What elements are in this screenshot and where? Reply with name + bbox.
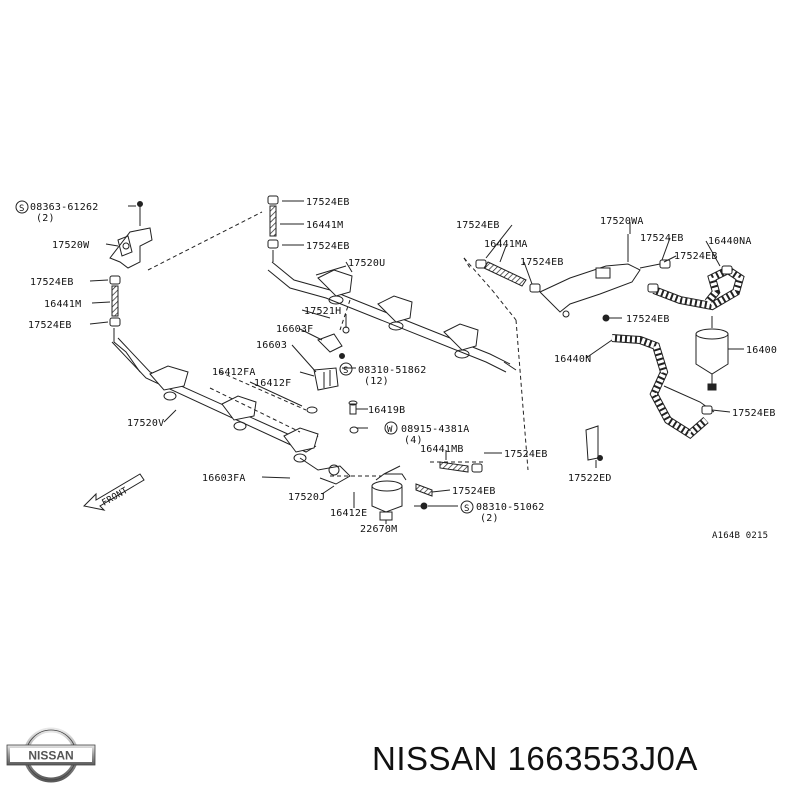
- callout-17524eb-4: 17524EB: [306, 241, 350, 252]
- callout-17524eb-7: 17524EB: [456, 220, 500, 231]
- callout-16440n: 16440N: [554, 354, 591, 365]
- callout-08915-4381a: 08915-4381A: [401, 424, 469, 435]
- callout-17524eb-11: 17524EB: [626, 314, 670, 325]
- callout-16400: 16400: [746, 345, 777, 356]
- symbol-w: W: [387, 425, 393, 435]
- callout-16412f: 16412F: [254, 378, 291, 389]
- hose-16441m-upper: [267, 195, 279, 262]
- fuel-filter-16400: [695, 316, 729, 391]
- injector-16603f: [306, 314, 350, 414]
- callout-qty-2b: (2): [480, 513, 499, 524]
- nissan-logo: NISSAN: [6, 727, 96, 783]
- symbol-s-3: S: [464, 504, 470, 514]
- assembly-dashes: [209, 257, 529, 477]
- callout-qty-4: (4): [404, 435, 423, 446]
- callout-16412fa: 16412FA: [212, 367, 256, 378]
- symbol-s-2: S: [343, 366, 349, 376]
- callout-22670m: 22670M: [360, 524, 397, 535]
- callout-16603: 16603: [256, 340, 287, 351]
- front-arrow-icon: [82, 473, 145, 511]
- callout-17524eb-3: 17524EB: [306, 197, 350, 208]
- callout-16603fa: 16603FA: [202, 473, 246, 484]
- callout-17520w: 17520W: [52, 240, 90, 251]
- callout-17524eb-2: 17524EB: [28, 320, 72, 331]
- fuel-rail-17520u: [267, 261, 517, 373]
- callout-17522ed: 17522ED: [568, 473, 612, 484]
- callout-17520u: 17520U: [348, 258, 385, 269]
- callout-08363-61262: 08363-61262: [30, 202, 98, 213]
- callout-17521h: 17521H: [304, 306, 341, 317]
- callout-16441m-1: 16441M: [44, 299, 81, 310]
- pressure-regulator-22670m: [371, 465, 428, 521]
- bracket-17520w: [109, 201, 153, 269]
- bracket-17522ed: [585, 425, 603, 461]
- callout-08310-51862: 08310-51862: [358, 365, 426, 376]
- hose-16441m-left: [109, 275, 141, 373]
- fuel-damper-17520wa: [539, 234, 671, 322]
- callout-08310-51062: 08310-51062: [476, 502, 544, 513]
- callout-17524eb-8: 17524EB: [520, 257, 564, 268]
- callout-17524eb-1: 17524EB: [30, 277, 74, 288]
- hose-16440na: [647, 265, 745, 311]
- symbol-s-1: S: [19, 204, 25, 214]
- hose-16441mb: [415, 461, 483, 497]
- fastener-symbols: [15, 200, 474, 514]
- callout-16441m-2: 16441M: [306, 220, 343, 231]
- callout-16440na: 16440NA: [708, 236, 752, 247]
- callout-16441ma: 16441MA: [484, 239, 528, 250]
- logo-text: NISSAN: [28, 749, 73, 763]
- callout-17520j: 17520J: [288, 492, 325, 503]
- callout-17524eb-12: 17524EB: [732, 408, 776, 419]
- callout-17524eb-6: 17524EB: [452, 486, 496, 497]
- callout-16441mb: 16441MB: [420, 444, 464, 455]
- callout-qty-2a: (2): [36, 213, 55, 224]
- callout-17520wa: 17520WA: [600, 216, 644, 227]
- leader-lines: [89, 200, 744, 524]
- callout-17524eb-5: 17524EB: [504, 449, 548, 460]
- diagram-code: A164B 0215: [712, 531, 768, 541]
- callout-17524eb-9: 17524EB: [640, 233, 684, 244]
- callout-qty-12: (12): [364, 376, 389, 387]
- callout-16419b: 16419B: [368, 405, 405, 416]
- fuel-rail-17520v: [111, 337, 351, 485]
- callout-17524eb-10: 17524EB: [674, 251, 718, 262]
- hose-16441ma: [475, 259, 541, 293]
- part-number-title: NISSAN 1663553J0A: [372, 740, 698, 777]
- callout-16412e: 16412E: [330, 508, 367, 519]
- callout-16603f: 16603F: [276, 324, 313, 335]
- callout-17520v: 17520V: [127, 418, 164, 429]
